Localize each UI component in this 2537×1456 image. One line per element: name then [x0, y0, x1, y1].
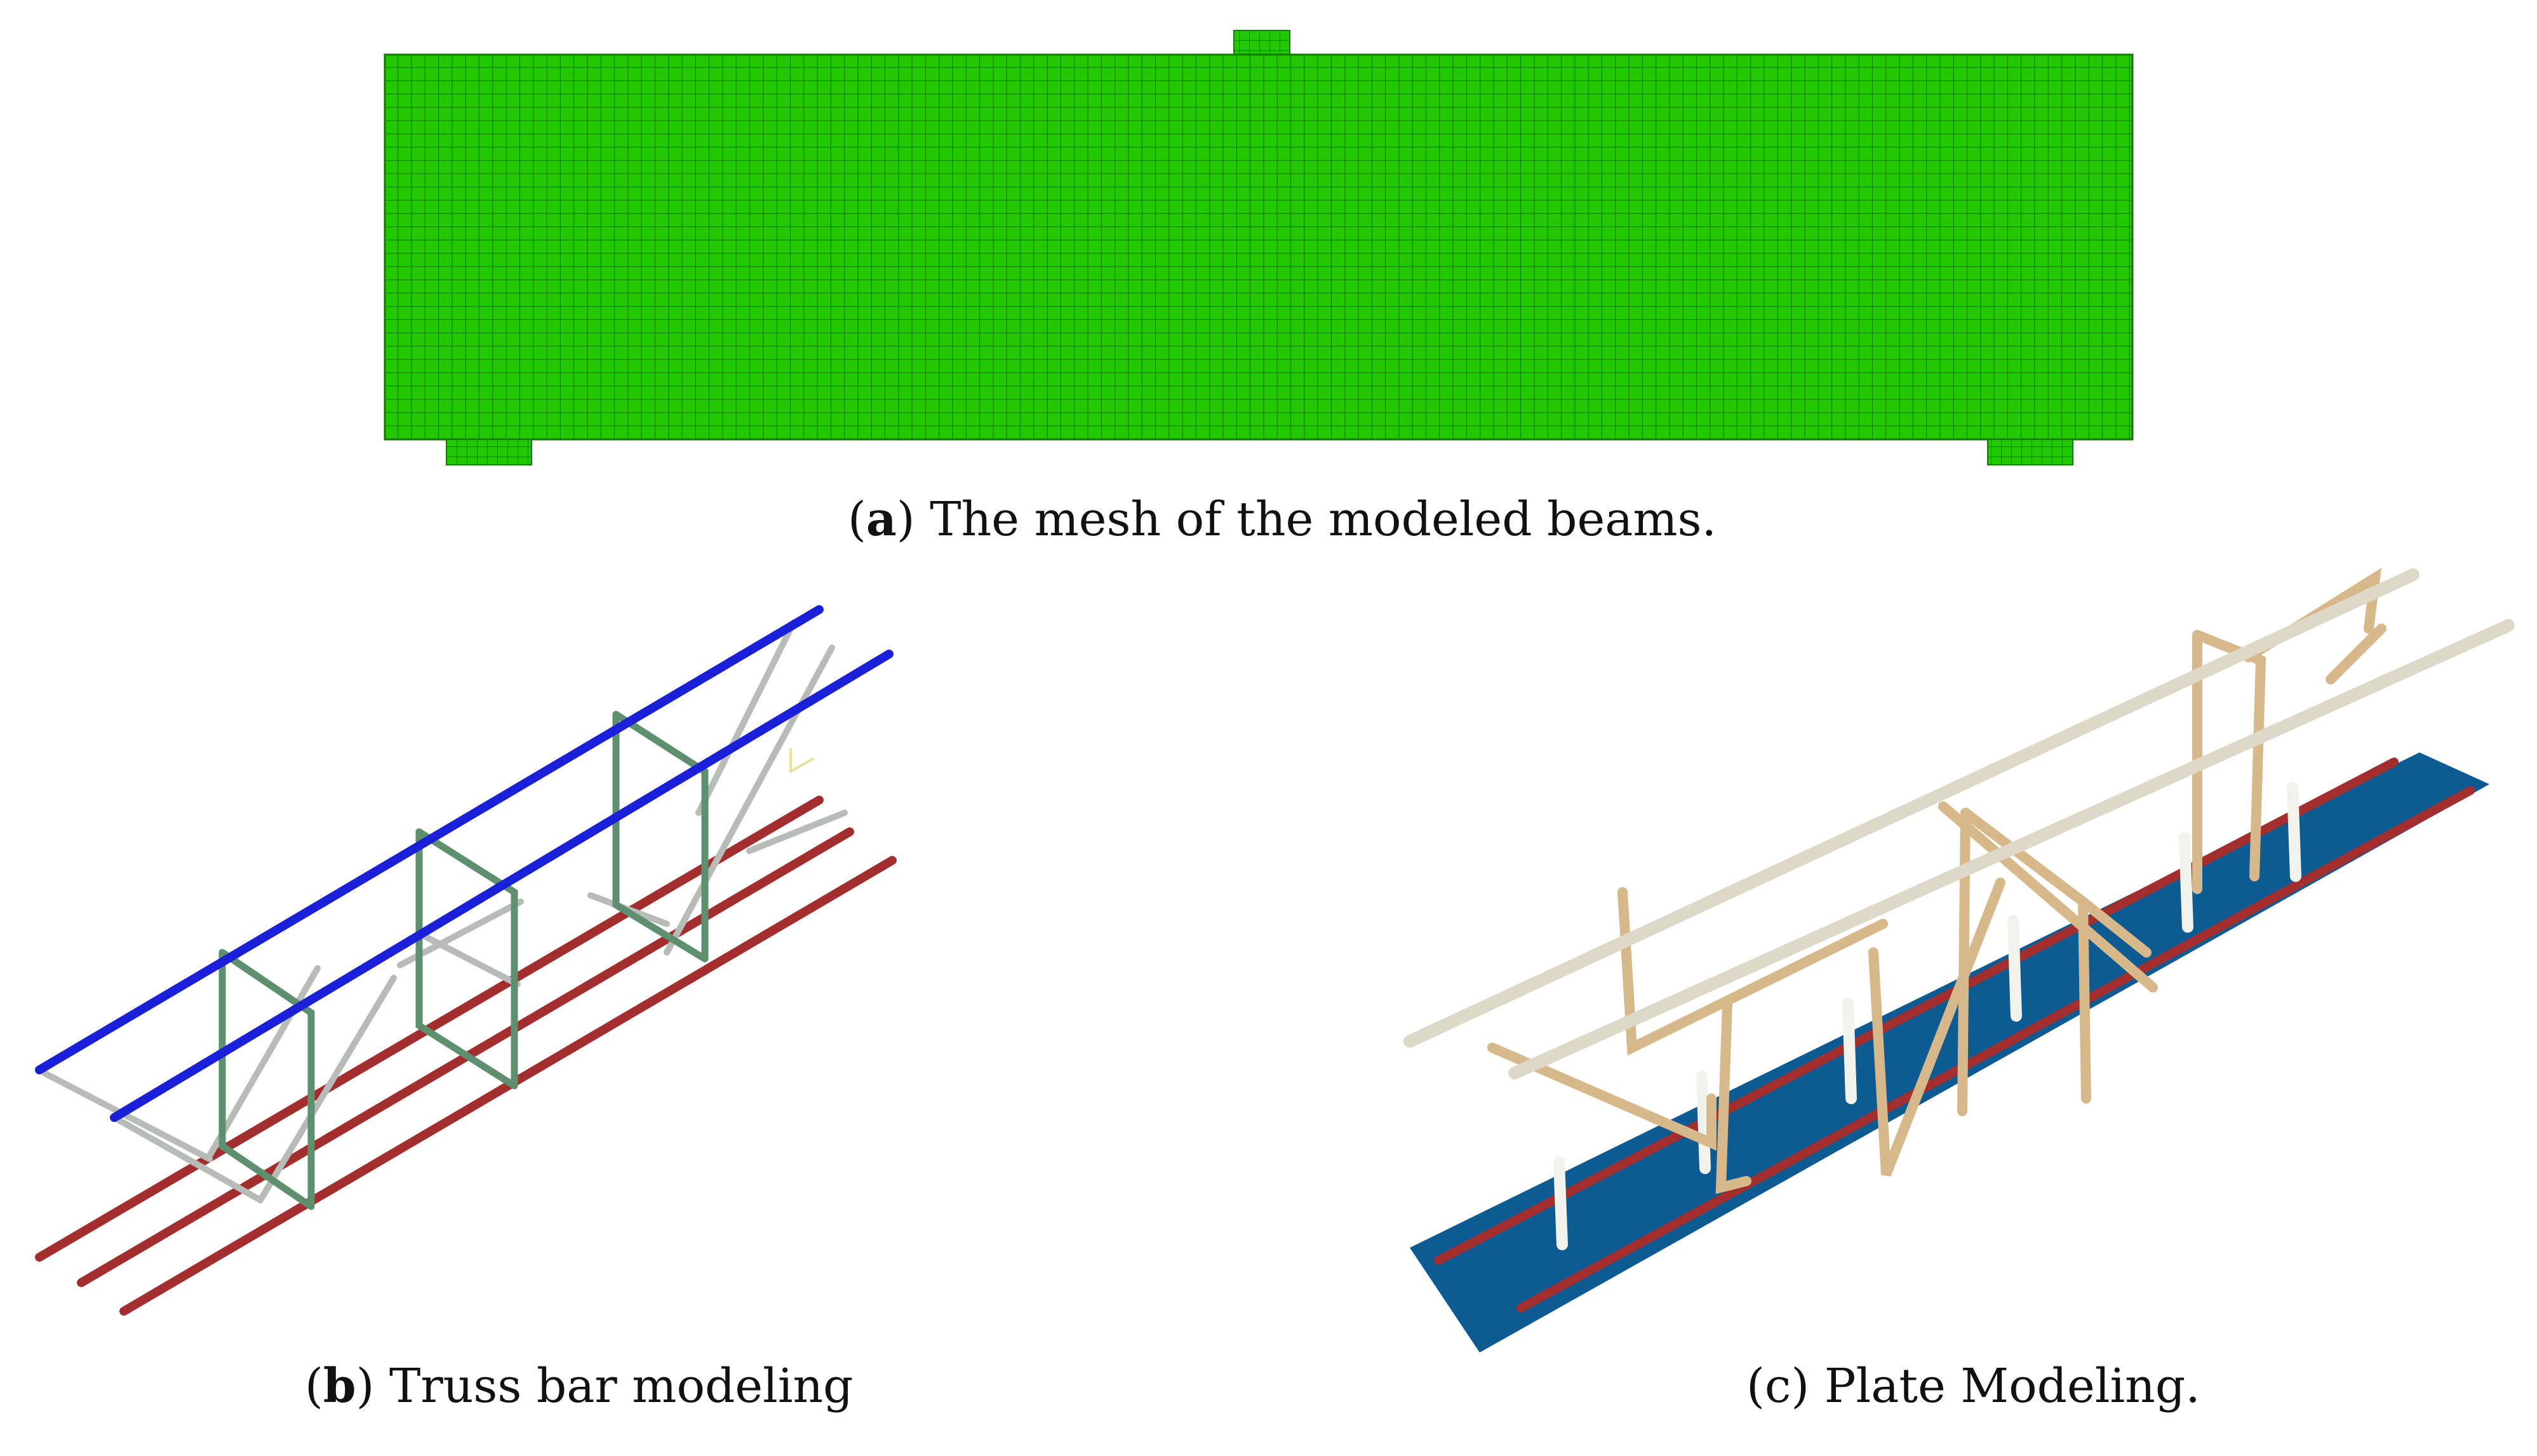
caption-c-letter: c — [1764, 1359, 1791, 1413]
caption-a-text: The mesh of the modeled beams. — [930, 492, 1717, 547]
caption-b: (b) Truss bar modeling — [305, 1359, 853, 1413]
load-plate — [1233, 30, 1290, 57]
caption-a-letter: a — [866, 492, 897, 547]
top-bar-2 — [110, 650, 894, 1122]
caption-c-text: Plate Modeling. — [1824, 1359, 2200, 1413]
panel-b-truss-figure — [35, 605, 897, 1316]
caption-b-text: Truss bar modeling — [389, 1359, 853, 1413]
panel-c-plate-figure — [1403, 568, 2515, 1352]
support-left — [446, 439, 532, 465]
meshed-beam — [384, 53, 2134, 441]
caption-b-letter: b — [323, 1359, 356, 1413]
caption-a: (a) The mesh of the modeled beams. — [848, 492, 1717, 547]
panel-a-mesh-figure — [384, 30, 2134, 465]
caption-c: (c) Plate Modeling. — [1746, 1359, 2200, 1413]
top-bar-1 — [35, 605, 824, 1074]
top-bar-cream-2 — [1508, 619, 2515, 1079]
support-right — [1987, 439, 2073, 465]
top-bar-cream-1 — [1403, 568, 2420, 1048]
base-plate — [1410, 752, 2489, 1352]
